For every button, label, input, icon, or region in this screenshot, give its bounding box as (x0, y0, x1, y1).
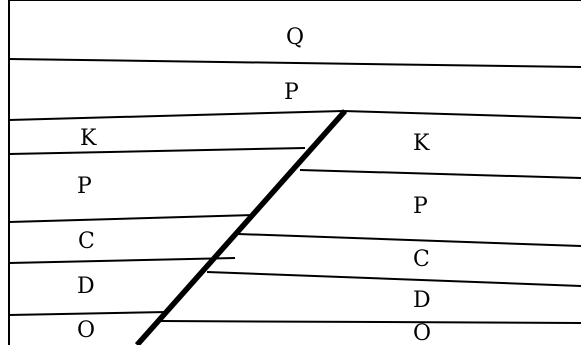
label-right-p: P (413, 194, 428, 219)
left-contact-p-c (8, 214, 255, 223)
label-left-d: D (77, 274, 95, 299)
label-q: Q (286, 25, 304, 50)
label-left-c: C (78, 229, 95, 254)
contact-line-q-p (8, 58, 581, 68)
label-right-o: O (413, 321, 431, 345)
left-contact-d-o (8, 311, 168, 316)
right-contact-top (342, 110, 581, 119)
label-right-c: C (413, 247, 430, 272)
label-left-k: K (80, 126, 97, 151)
right-contact-k-p (299, 169, 581, 179)
right-contact-c-d (206, 271, 581, 287)
label-p-upper: P (284, 80, 299, 105)
right-contact-p-c (237, 233, 581, 247)
label-right-d: D (413, 288, 431, 313)
left-contact-top (8, 110, 344, 121)
label-right-k: K (413, 131, 430, 156)
right-contact-d-o (159, 320, 581, 324)
label-left-o: O (77, 318, 95, 343)
left-contact-k-p (8, 147, 306, 155)
left-contact-c-d (8, 257, 236, 264)
fault-line (134, 109, 348, 345)
label-left-p: P (77, 174, 92, 199)
